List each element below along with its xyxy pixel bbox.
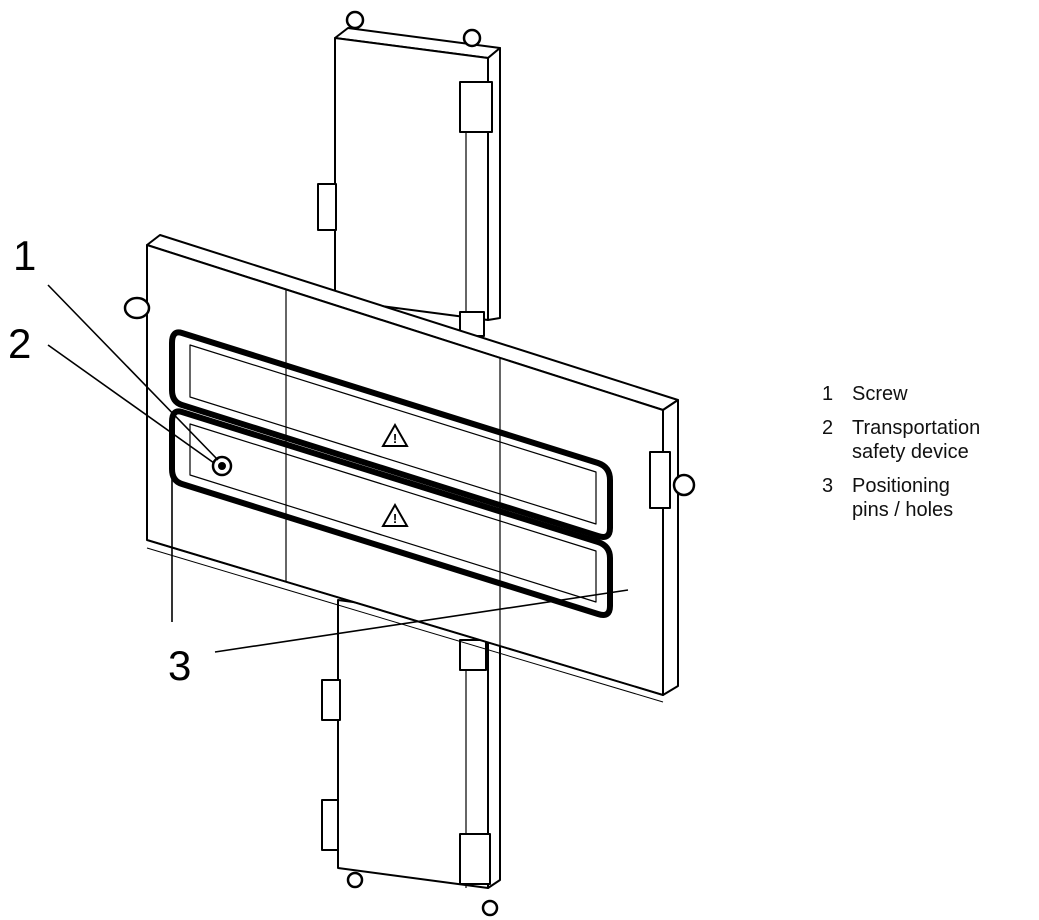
legend-item: 2 Transportation safety device [822,416,1037,464]
legend-item: 1 Screw [822,382,1037,406]
screw-detail [211,455,233,477]
warning-signs [381,422,409,527]
leader-line-3b [214,589,629,653]
legend-number: 2 [822,417,834,439]
callout-1: 1 [13,232,37,279]
warning-triangle-upper [381,422,409,447]
callout-3: 3 [168,642,192,689]
lower-slot [169,408,613,618]
warning-symbol-lower: ! [393,511,397,526]
lower-column [321,599,501,917]
leader-line-1 [47,284,219,461]
warning-symbol-upper: ! [393,431,397,446]
upper-slot [169,329,613,540]
legend-label: Positioning pins / holes [852,475,954,521]
legend-number: 1 [822,383,834,405]
leader-line-2 [47,344,215,464]
legend-item: 3 Positioning pins / holes [822,474,1037,522]
legend-number: 3 [822,475,834,497]
leader-lines [47,284,629,653]
upper-column [317,10,501,337]
warning-triangle-lower [381,502,409,527]
callout-2: 2 [8,320,32,367]
legend: 1 Screw 2 Transportation safety device 3… [822,382,1037,532]
legend-label: Transportation safety device [852,417,981,463]
legend-label: Screw [852,383,908,405]
